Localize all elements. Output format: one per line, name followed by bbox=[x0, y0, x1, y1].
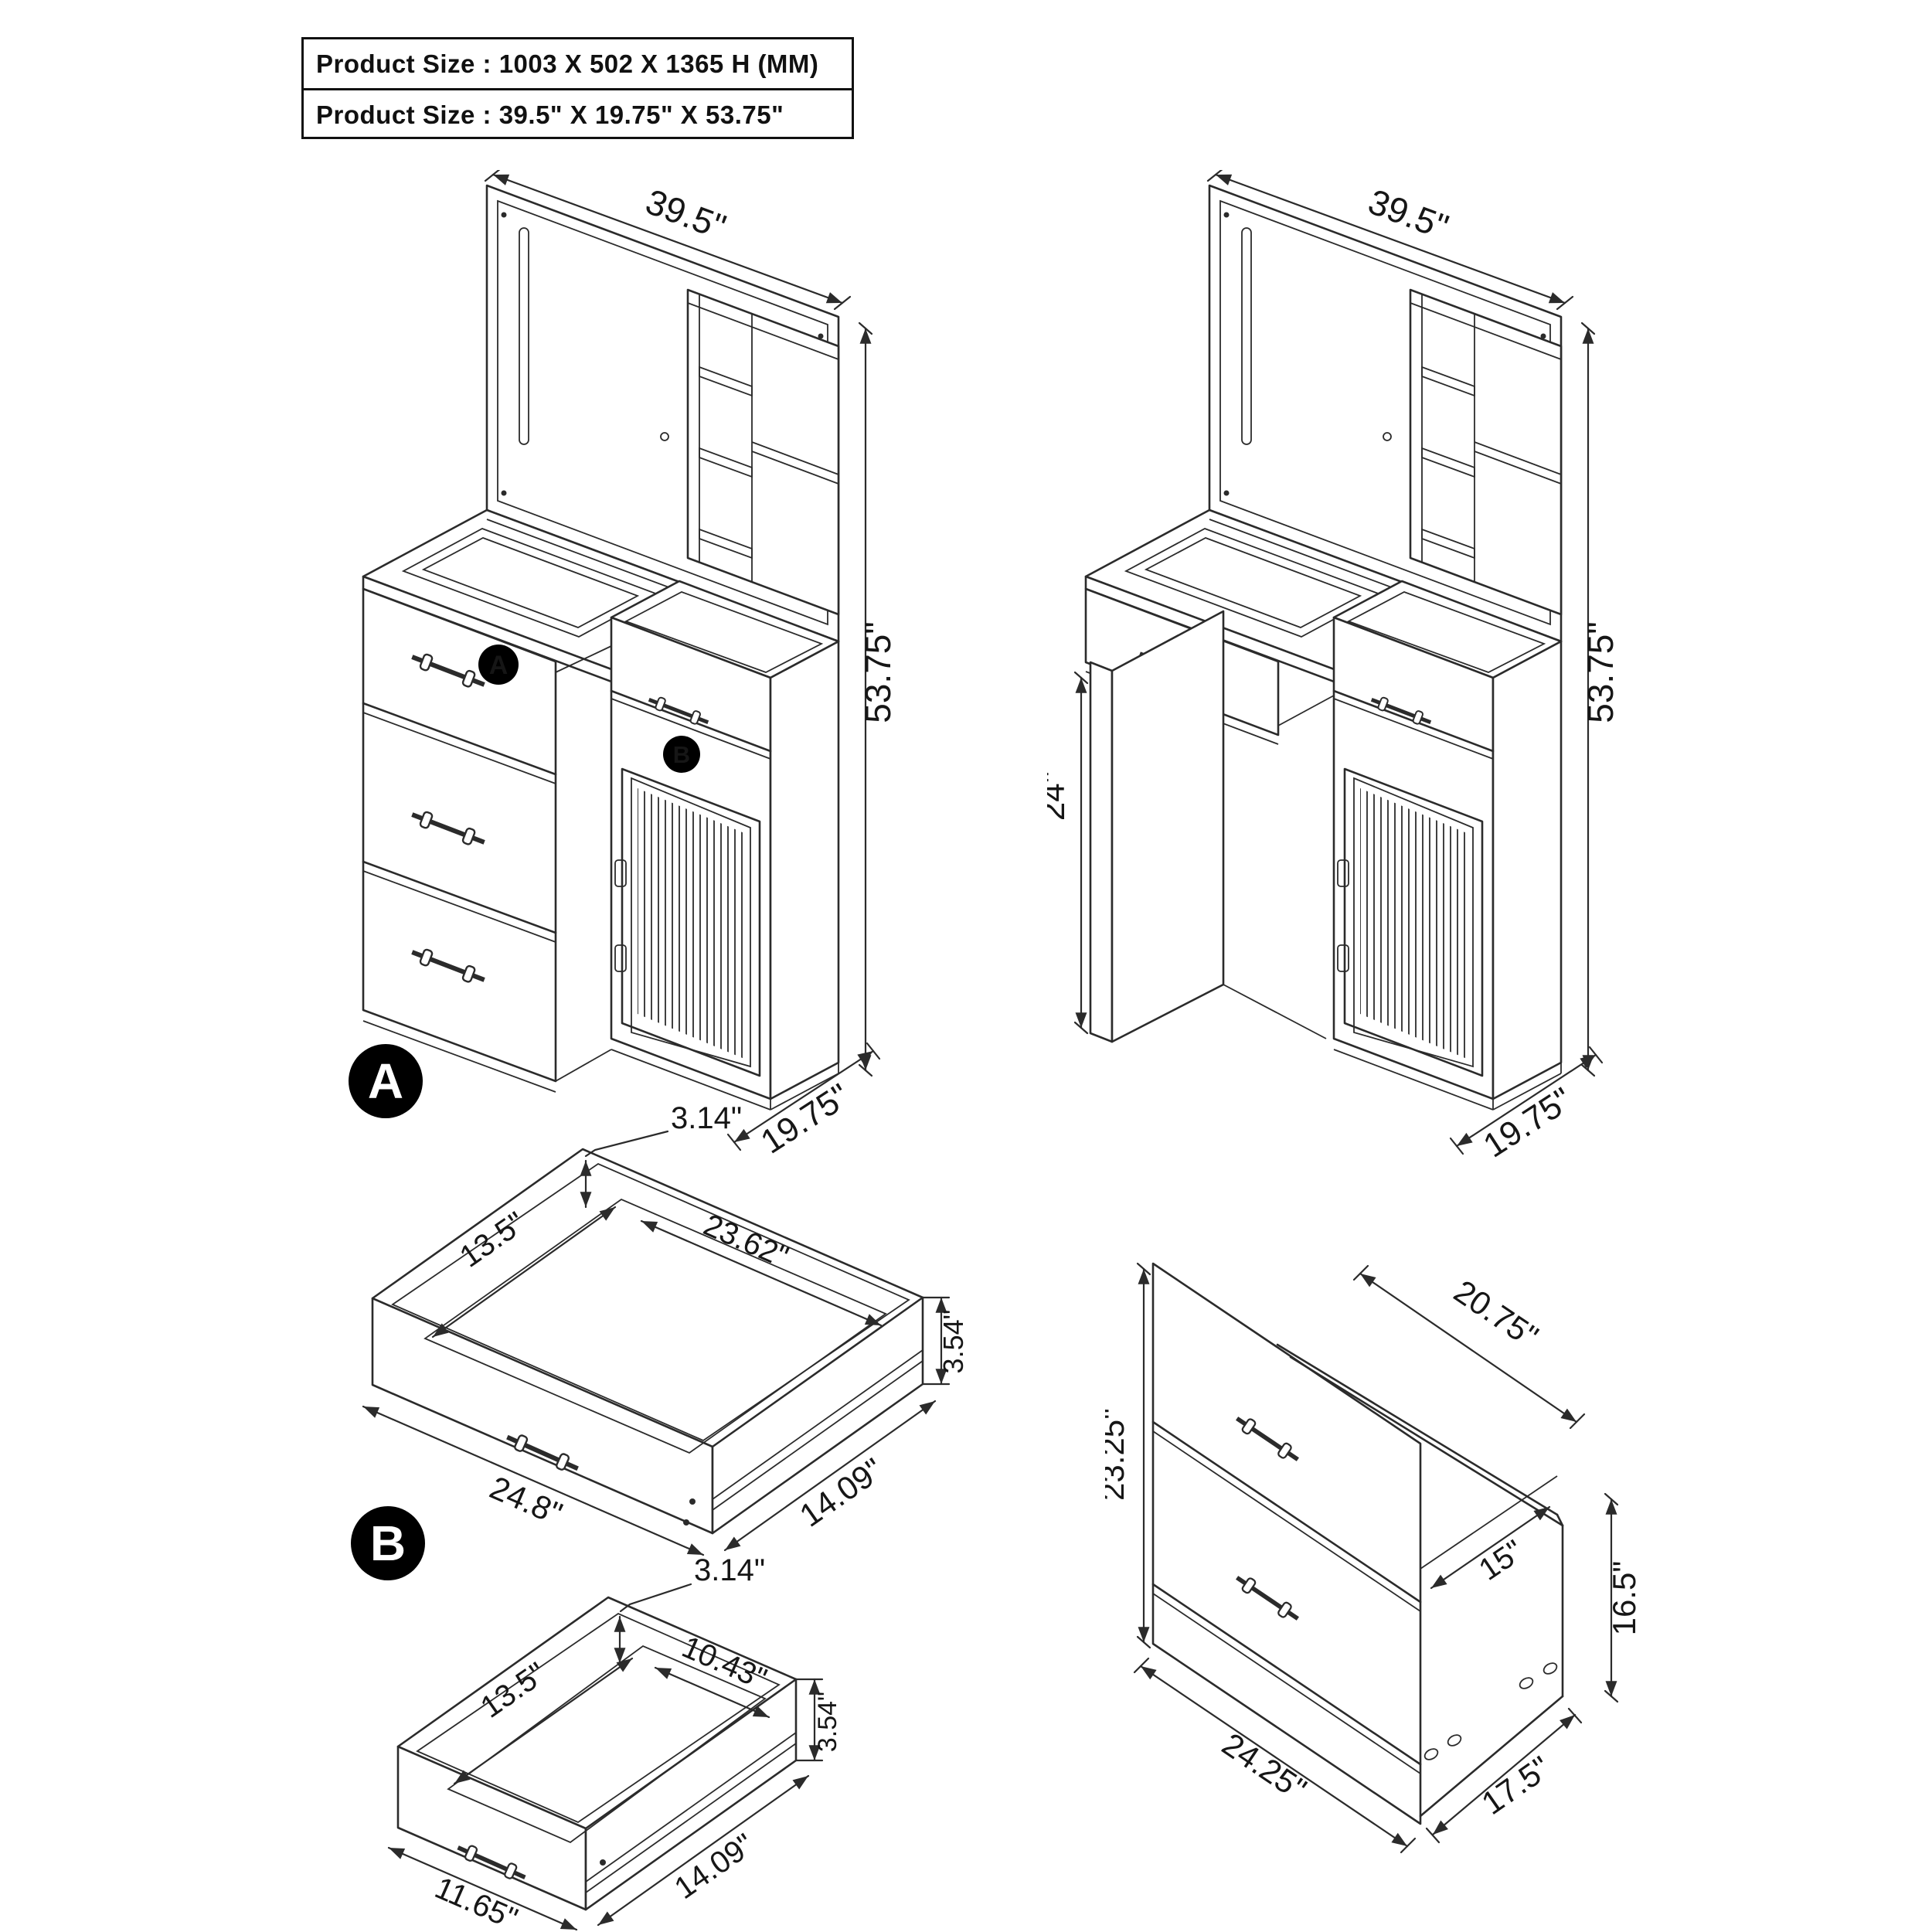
dimension-height: 23.25" bbox=[1105, 1262, 1151, 1649]
mirror-shelf-unit bbox=[686, 288, 840, 616]
dim-16-5: 16.5" bbox=[1606, 1561, 1642, 1636]
dim-53-75: 53.75" bbox=[858, 621, 898, 723]
desk-leg-panel bbox=[1089, 610, 1335, 1043]
dimension-front-height: 3.54" bbox=[921, 1296, 969, 1386]
dimension-knee-height: 24" bbox=[1047, 671, 1089, 1035]
dim-11-65: 11.65" bbox=[430, 1871, 522, 1930]
vanity-left-figure: A B 39.5" 53.75" 19.75" bbox=[362, 170, 898, 1162]
dimension-wall-height: 3.14" bbox=[580, 1101, 742, 1209]
dimension-depth: 17.5" bbox=[1425, 1707, 1583, 1844]
dim-53-75: 53.75" bbox=[1580, 621, 1621, 723]
dim-39-5: 39.5" bbox=[1363, 181, 1454, 247]
marker-b-label: B bbox=[673, 741, 690, 768]
product-size-title-box: Product Size : 1003 X 502 X 1365 H (MM) … bbox=[301, 37, 854, 139]
vanity-right-figure: 24" 39.5" 53.75" 19.75" bbox=[1047, 170, 1621, 1165]
dim-24: 24" bbox=[1047, 771, 1072, 821]
dim-10-43: 10.43" bbox=[677, 1630, 771, 1696]
marker-a-label: A bbox=[489, 651, 509, 680]
dimension-front-height: 3.54" bbox=[794, 1678, 842, 1762]
drawer-unit-front bbox=[362, 587, 557, 1093]
dimension-inner-width: 10.43" bbox=[654, 1630, 771, 1719]
dimension-inner-depth: 13.5" bbox=[431, 1206, 617, 1338]
drawer-a-figure: 3.14" 13.5" 23.62" 3.54" 24.8" 14.09" bbox=[362, 1101, 969, 1556]
drawer-b-figure: 3.14" 13.5" 10.43" 3.54" 11.65" 14.09" bbox=[387, 1553, 842, 1930]
dim-3-54: 3.54" bbox=[937, 1310, 969, 1374]
dimension-wall-height: 3.14" bbox=[614, 1553, 765, 1665]
dim-3-14: 3.14" bbox=[671, 1101, 742, 1135]
pedestal bbox=[1332, 580, 1563, 1111]
dimension-height: 53.75" bbox=[1580, 321, 1621, 1077]
dimension-side-height: 16.5" bbox=[1604, 1492, 1642, 1703]
section-a-badge: A bbox=[349, 1044, 423, 1118]
dim-23-62: 23.62" bbox=[699, 1208, 793, 1274]
dim-39-5: 39.5" bbox=[641, 181, 731, 247]
dim-3-14: 3.14" bbox=[694, 1553, 765, 1587]
product-size-inches: Product Size : 39.5" X 19.75" X 53.75" bbox=[316, 100, 784, 129]
marker-a-badge: A bbox=[478, 645, 519, 685]
dimension-inner-width: 23.62" bbox=[640, 1208, 883, 1327]
marker-b-badge: B bbox=[663, 736, 700, 773]
dimension-top-depth: 20.75" bbox=[1352, 1264, 1586, 1430]
dimension-rail: 15" bbox=[1430, 1505, 1551, 1590]
section-a-label: A bbox=[367, 1053, 404, 1109]
dim-13-5: 13.5" bbox=[454, 1206, 532, 1274]
cabinet-figure: 23.25" 20.75" 15" 16.5" 24.25" bbox=[1105, 1262, 1642, 1854]
mirror-shelf-unit bbox=[1409, 288, 1563, 616]
dim-23-25: 23.25" bbox=[1105, 1408, 1131, 1501]
product-size-mm: Product Size : 1003 X 502 X 1365 H (MM) bbox=[304, 39, 852, 90]
dimension-height: 53.75" bbox=[858, 321, 898, 1077]
dim-3-54: 3.54" bbox=[813, 1692, 842, 1752]
dim-15: 15" bbox=[1473, 1534, 1529, 1587]
dim-20-75: 20.75" bbox=[1447, 1273, 1545, 1355]
pedestal bbox=[555, 580, 840, 1111]
